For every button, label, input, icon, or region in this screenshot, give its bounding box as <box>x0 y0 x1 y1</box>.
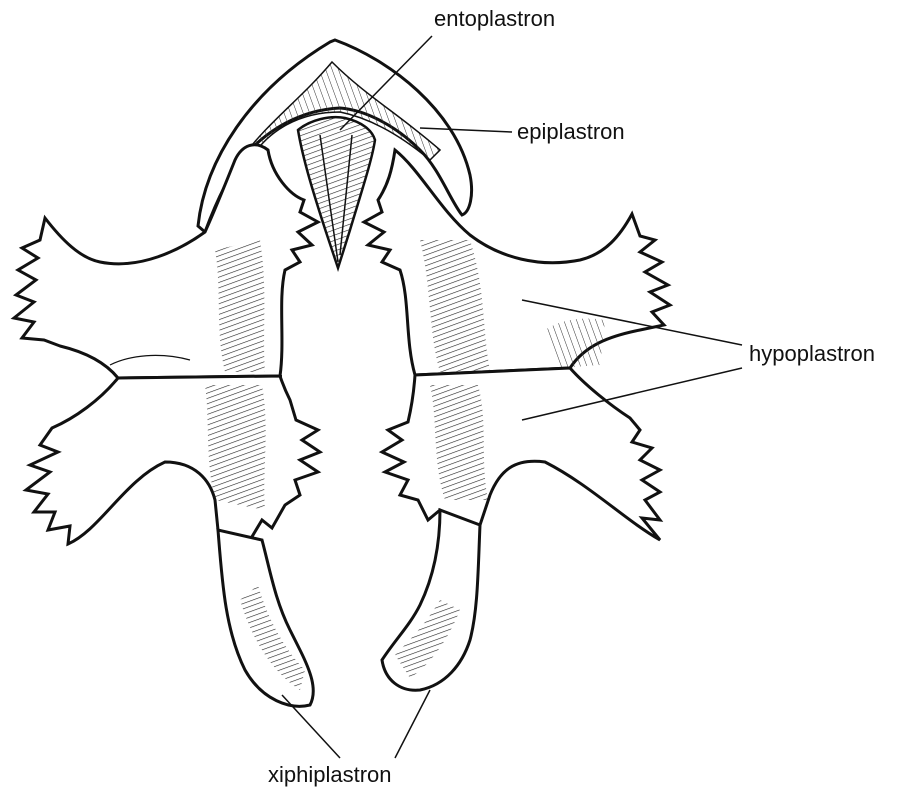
left-xiphiplastron-bone <box>218 530 313 706</box>
right-hypoplastron-lower-bone <box>382 368 660 540</box>
left-hypoplastron-lower-bone <box>26 376 320 544</box>
epiplastron-label: epiplastron <box>517 121 625 143</box>
right-hypoplastron-bone <box>364 150 670 375</box>
entoplastron-label: entoplastron <box>434 8 555 30</box>
hypoplastron-label: hypoplastron <box>749 343 875 365</box>
leader-xiphiplastron-right <box>395 690 430 758</box>
left-hypoplastron-bone <box>14 145 318 378</box>
xiphiplastron-label: xiphiplastron <box>268 764 392 786</box>
right-xiphiplastron-bone <box>382 510 480 690</box>
